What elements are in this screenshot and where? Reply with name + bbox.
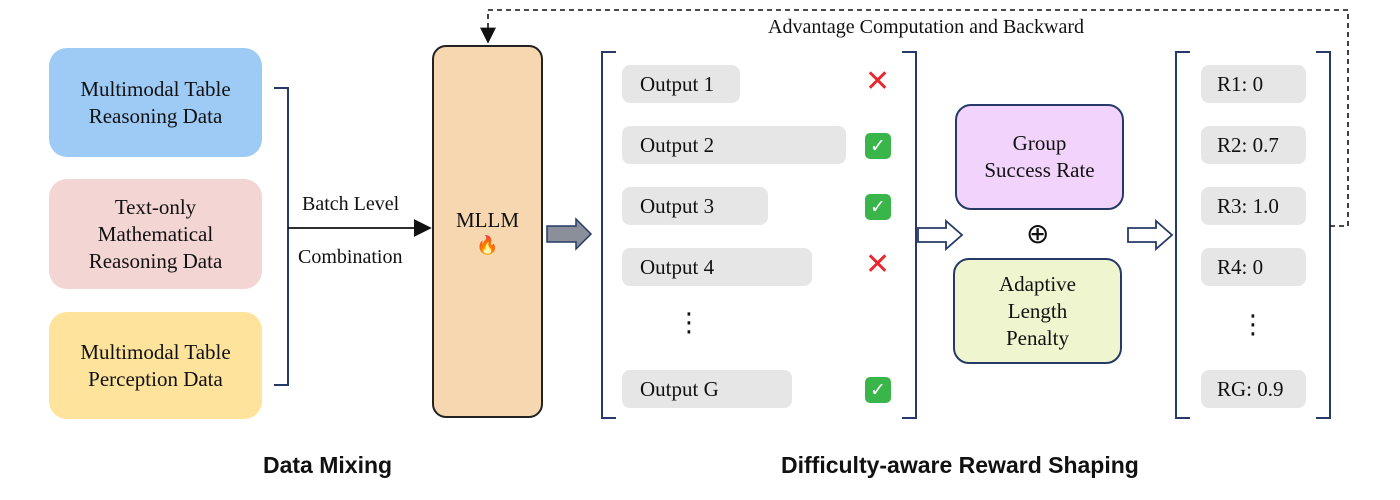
combine-label-top: Batch Level bbox=[302, 193, 400, 215]
mllm-label: MLLM bbox=[456, 207, 519, 232]
check-icon: ✓ bbox=[865, 133, 891, 159]
rewards-bracket-right bbox=[1316, 51, 1331, 419]
source-box-math-reasoning: Text-only Mathematical Reasoning Data bbox=[49, 179, 262, 289]
section-title-data-mixing: Data Mixing bbox=[263, 452, 393, 478]
reward-item: RG: 0.9 bbox=[1201, 370, 1306, 408]
mid-to-rewards-arrow bbox=[1127, 219, 1174, 251]
output-item: Output 3 bbox=[622, 187, 768, 225]
section-title-reward-shaping: Difficulty-aware Reward Shaping bbox=[781, 452, 1139, 478]
sources-bracket bbox=[274, 87, 289, 386]
reward-item: R4: 0 bbox=[1201, 248, 1306, 286]
output-item: Output 4 bbox=[622, 248, 812, 286]
outputs-bracket-left bbox=[601, 51, 616, 419]
feedback-label: Advantage Computation and Backward bbox=[764, 16, 1089, 39]
reward-item: R1: 0 bbox=[1201, 65, 1306, 103]
source-box-table-reasoning: Multimodal Table Reasoning Data bbox=[49, 48, 262, 157]
reward-item: R3: 1.0 bbox=[1201, 187, 1306, 225]
source-box-table-perception: Multimodal Table Perception Data bbox=[49, 312, 262, 419]
rewards-bracket-left bbox=[1175, 51, 1190, 419]
group-success-rate-box: Group Success Rate bbox=[955, 104, 1124, 210]
reward-item: R2: 0.7 bbox=[1201, 126, 1306, 164]
flame-icon: 🔥 bbox=[476, 234, 499, 255]
combine-label-bottom: Combination bbox=[298, 246, 403, 268]
outputs-bracket-right bbox=[902, 51, 917, 419]
rewards-ellipsis: ⋮ bbox=[1240, 310, 1266, 340]
output-item: Output 2 bbox=[622, 126, 846, 164]
oplus-icon: ⊕ bbox=[1026, 217, 1050, 250]
check-icon: ✓ bbox=[865, 377, 891, 403]
check-icon: ✓ bbox=[865, 194, 891, 220]
mllm-box: MLLM 🔥 bbox=[432, 45, 543, 418]
model-to-outputs-arrow bbox=[546, 217, 593, 251]
outputs-ellipsis: ⋮ bbox=[676, 308, 702, 338]
output-item: Output G bbox=[622, 370, 792, 408]
output-item: Output 1 bbox=[622, 65, 740, 103]
wrong-icon: ✕ bbox=[865, 247, 891, 282]
length-penalty-box: Adaptive Length Penalty bbox=[953, 258, 1122, 364]
wrong-icon: ✕ bbox=[865, 64, 891, 99]
feedback-loop bbox=[480, 9, 1349, 227]
outputs-to-mid-arrow bbox=[917, 219, 964, 251]
